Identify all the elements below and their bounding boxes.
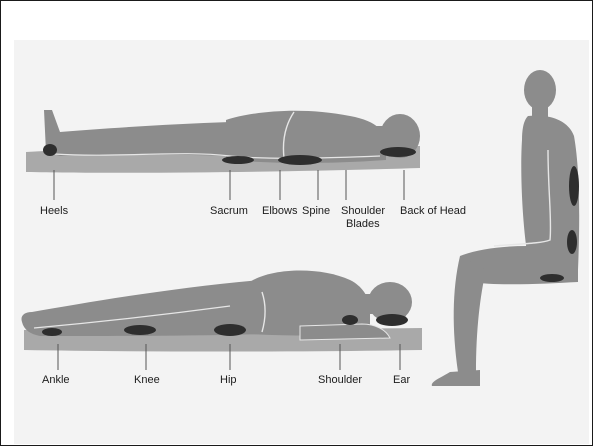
supine-figure [26,110,420,200]
seated-buttock-pressure-spot [540,274,564,282]
back-of-head-pressure-spot [380,147,416,157]
label-back-of-head: Back of Head [400,205,466,217]
knee-pressure-spot [124,325,156,335]
seated-lower-leg [454,256,486,372]
seated-spine-pressure-spot [569,166,579,206]
supine-legs [44,110,232,156]
label-ear: Ear [393,374,410,386]
label-shoulder: Shoulder [318,374,362,386]
label-spine: Spine [302,205,330,217]
heels-pressure-spot [43,144,57,156]
shoulder-pressure-spot [342,315,358,325]
side-lying-figure [21,270,422,370]
label-sacrum: Sacrum [210,205,248,217]
elbows-pressure-spot [278,155,322,165]
seated-foot [432,370,480,386]
label-shoulder-blades-2: Blades [346,218,380,230]
hip-pressure-spot [214,324,246,336]
side-forearm [300,324,390,340]
seated-figure [432,70,579,386]
label-hip: Hip [220,374,237,386]
ankle-pressure-spot [42,328,62,336]
ear-pressure-spot [376,314,408,326]
label-ankle: Ankle [42,374,70,386]
label-knee: Knee [134,374,160,386]
supine-torso [226,111,386,163]
sacrum-pressure-spot [222,156,254,164]
label-shoulder-blades-1: Shoulder [341,205,385,217]
seated-sacrum-pressure-spot [567,230,577,254]
label-heels: Heels [40,205,69,217]
label-elbows: Elbows [262,205,298,217]
